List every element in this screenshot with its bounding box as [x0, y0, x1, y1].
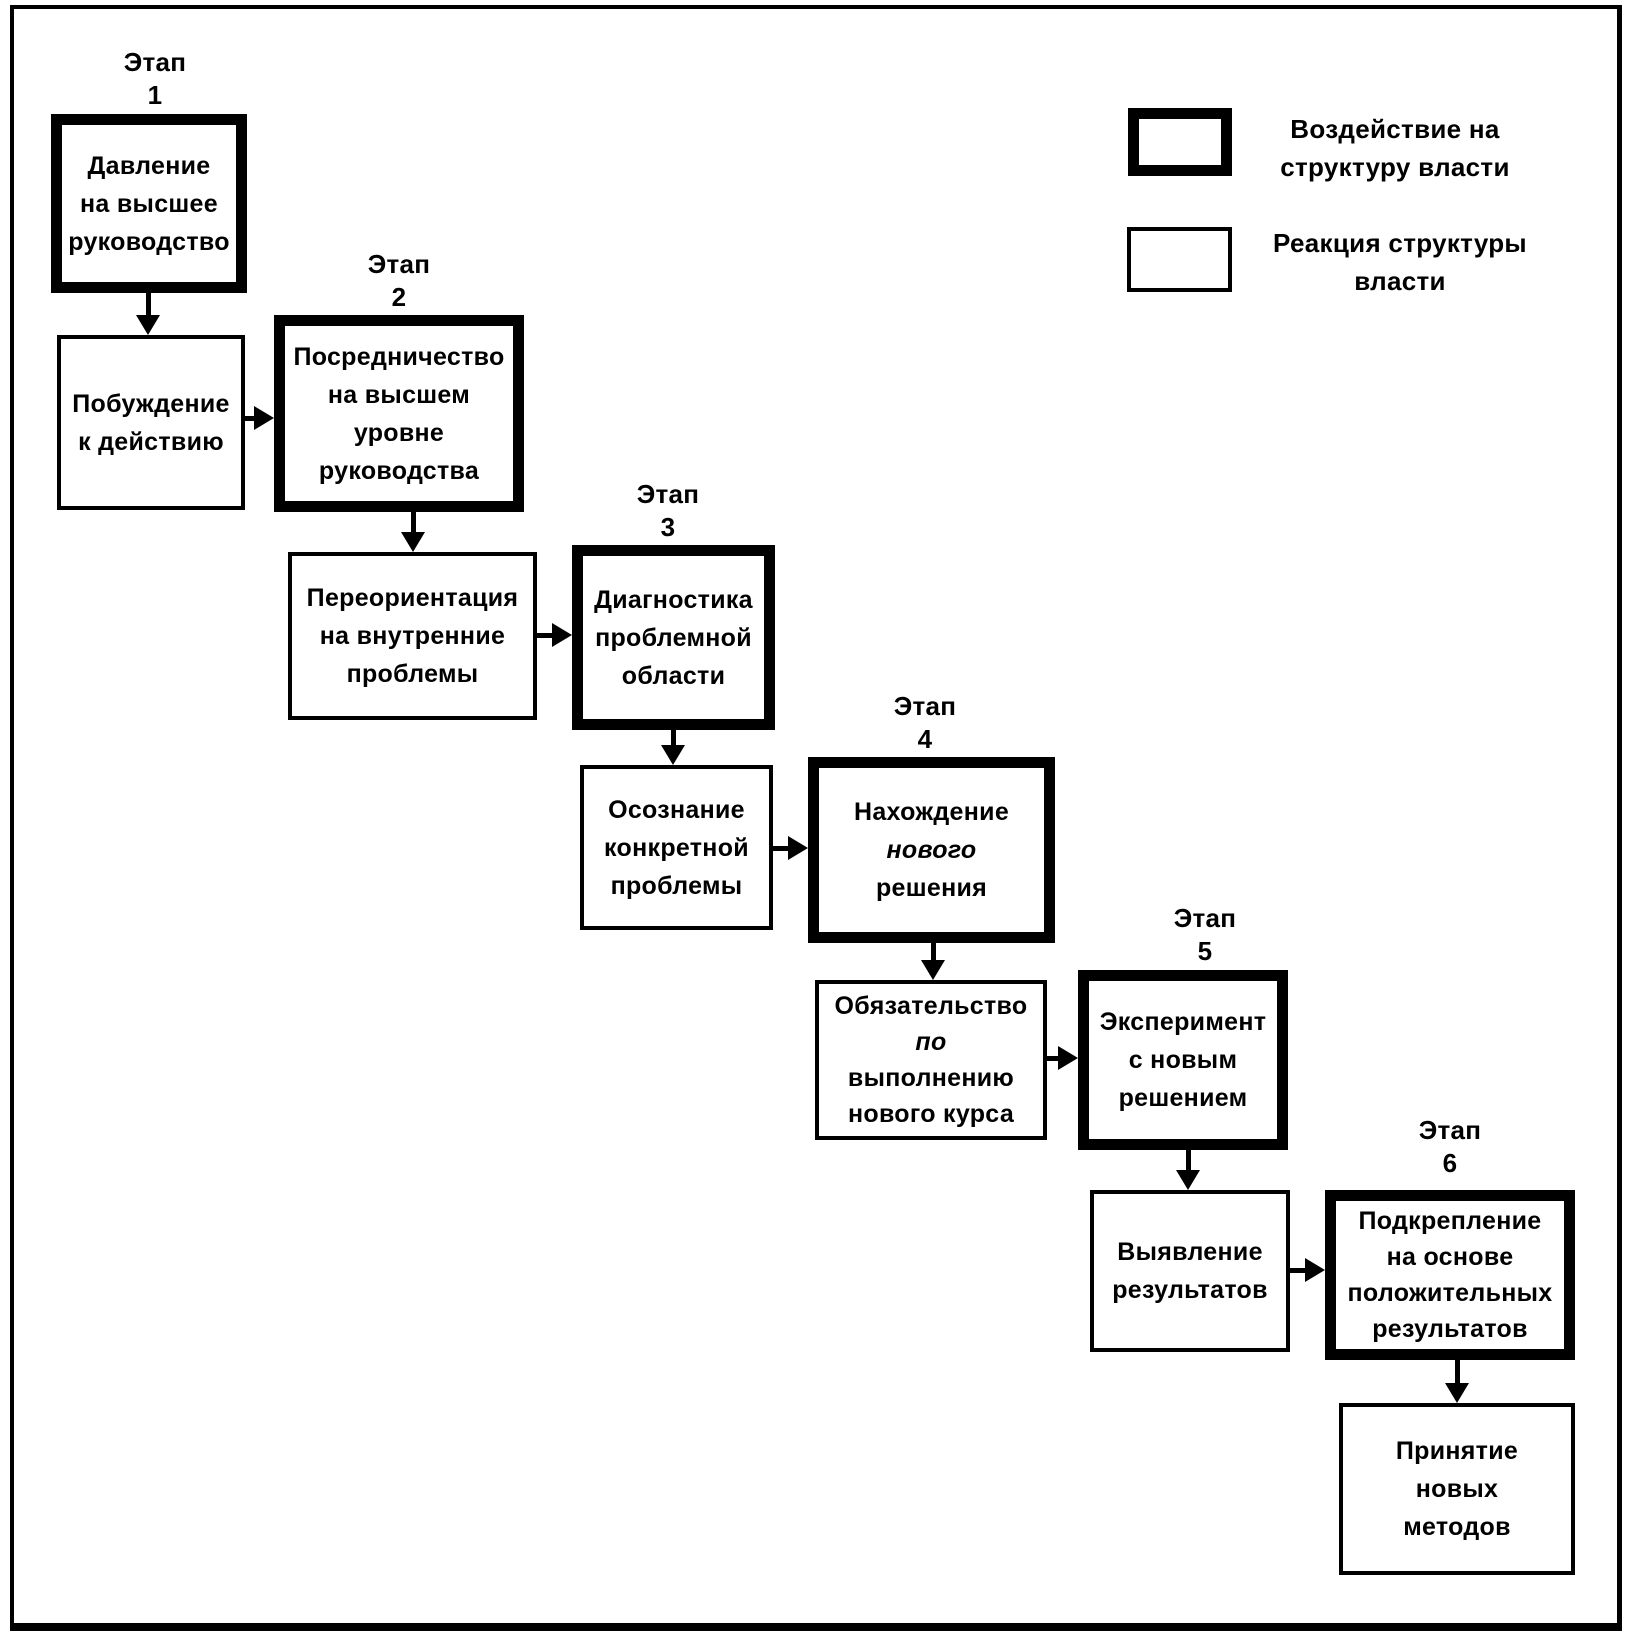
box-text-line: результатов — [1112, 1276, 1268, 1304]
stage-1-reaction-box: Побуждение к действию — [57, 335, 245, 510]
legend-text-line: структуру власти — [1280, 152, 1510, 182]
arrow-down-icon-3 — [661, 730, 685, 765]
stage-4-impact-box: Нахождение нового решения — [808, 757, 1055, 943]
box-text-line: по — [915, 1028, 947, 1056]
arrow-down-icon-4 — [921, 943, 945, 980]
box-text-line: Эксперимент — [1099, 1008, 1267, 1036]
box-text-line: проблемы — [610, 871, 743, 900]
box-text-line: области — [621, 661, 726, 690]
stage-6-reaction-box: Принятие новых методов — [1339, 1403, 1575, 1575]
stage-2-label: Этап 2 — [334, 248, 464, 314]
arrow-right-icon-2 — [537, 623, 572, 647]
box-text-line: Побуждение — [72, 389, 230, 418]
arrow-right-icon-5 — [1290, 1258, 1325, 1282]
box-text-line: уровне — [353, 418, 445, 447]
legend-impact-swatch — [1128, 108, 1232, 176]
legend-text-line: власти — [1354, 266, 1446, 296]
stage-3-reaction-box: Осознание конкретной проблемы — [580, 765, 773, 930]
legend-text-line: Воздействие на — [1290, 114, 1500, 144]
box-text-line: выполнению — [847, 1064, 1015, 1092]
box-text-line: Подкрепление — [1358, 1207, 1542, 1235]
stage-number: 1 — [147, 80, 163, 110]
box-text-line: Посредничество — [293, 342, 505, 371]
stage-word: Этап — [1418, 1115, 1482, 1145]
stage-6-label: Этап 6 — [1385, 1114, 1515, 1180]
arrow-right-icon-1 — [245, 406, 274, 430]
box-text-line: Выявление — [1117, 1238, 1263, 1266]
stage-1-label: Этап 1 — [90, 46, 220, 112]
stage-number: 6 — [1442, 1148, 1458, 1178]
arrow-right-icon-4 — [1047, 1046, 1078, 1070]
arrow-down-icon-6 — [1445, 1360, 1469, 1403]
stage-number: 2 — [391, 282, 407, 312]
box-text-line: нового — [886, 836, 977, 864]
stage-word: Этап — [636, 479, 700, 509]
box-text-line: нового курса — [847, 1100, 1015, 1128]
box-text-line: Осознание — [608, 795, 745, 824]
stage-6-impact-box: Подкрепление на основе положительных рез… — [1325, 1190, 1575, 1360]
box-text-line: руководство — [68, 227, 230, 256]
legend-reaction-label: Реакция структуры власти — [1245, 224, 1555, 300]
box-text-line: на высшем — [327, 380, 471, 409]
box-text-line: руководства — [318, 456, 480, 485]
box-text-line: Переориентация — [306, 584, 519, 612]
box-text-line: к действию — [78, 427, 224, 456]
stage-number: 3 — [660, 512, 676, 542]
box-text-line: с новым — [1128, 1046, 1238, 1074]
stage-number: 5 — [1197, 936, 1213, 966]
box-text-line: Обязательство — [834, 992, 1028, 1020]
box-text-line: Принятие — [1395, 1437, 1519, 1465]
box-text-line: Нахождение — [853, 798, 1010, 826]
box-text-line: решения — [875, 874, 988, 902]
box-text-line: на основе — [1386, 1243, 1514, 1271]
box-text-line: методов — [1403, 1513, 1511, 1541]
stage-2-impact-box: Посредничество на высшем уровне руководс… — [274, 315, 524, 512]
stage-5-reaction-box: Выявление результатов — [1090, 1190, 1290, 1352]
stage-4-label: Этап 4 — [860, 690, 990, 756]
stage-number: 4 — [917, 724, 933, 754]
box-text-line: новых — [1415, 1475, 1499, 1503]
arrow-right-icon-3 — [773, 836, 808, 860]
box-text-line: на высшее — [80, 189, 218, 218]
stage-word: Этап — [1173, 903, 1237, 933]
stage-word: Этап — [123, 47, 187, 77]
box-text-line: положительных — [1347, 1279, 1553, 1307]
box-text-line: результатов — [1372, 1315, 1528, 1343]
stage-1-impact-box: Давление на высшее руководство — [51, 114, 247, 293]
legend-impact-label: Воздействие на структуру власти — [1245, 110, 1545, 186]
stage-3-label: Этап 3 — [603, 478, 733, 544]
outer-frame — [10, 5, 1622, 1631]
arrow-down-icon-5 — [1176, 1150, 1200, 1190]
stage-5-label: Этап 5 — [1140, 902, 1270, 968]
legend-text-line: Реакция структуры — [1273, 228, 1527, 258]
legend-reaction-swatch — [1127, 227, 1232, 292]
stage-word: Этап — [893, 691, 957, 721]
box-text-line: Диагностика — [594, 585, 753, 614]
arrow-down-icon-2 — [401, 512, 425, 552]
stage-3-impact-box: Диагностика проблемной области — [572, 545, 775, 730]
stage-5-impact-box: Эксперимент с новым решением — [1078, 970, 1288, 1150]
box-text-line: проблемной — [595, 623, 752, 652]
stage-word: Этап — [367, 249, 431, 279]
stage-4-reaction-box: Обязательство по выполнению нового курса — [815, 980, 1047, 1140]
box-text-line: Давление — [87, 151, 211, 180]
box-text-line: проблемы — [346, 660, 479, 688]
arrow-down-icon-1 — [136, 293, 160, 335]
box-text-line: решением — [1118, 1084, 1248, 1112]
box-text-line: на внутренние — [319, 622, 506, 650]
box-text-line: конкретной — [604, 833, 749, 862]
stage-2-reaction-box: Переориентация на внутренние проблемы — [288, 552, 537, 720]
